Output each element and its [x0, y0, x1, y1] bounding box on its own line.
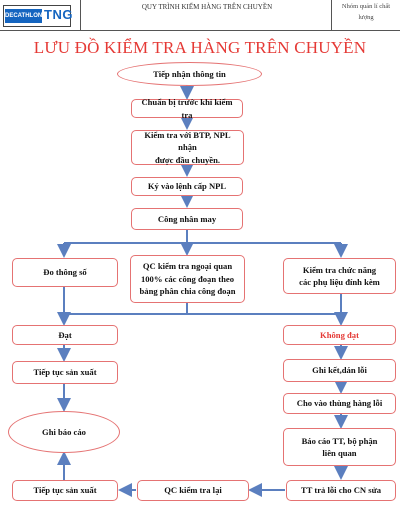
node-qc-recheck: QC kiểm tra lại — [137, 480, 249, 501]
node-function-check: Kiểm tra chức năng các phụ liệu đính kèm — [283, 258, 396, 294]
node-prepare: Chuẩn bị trước khi kiểm tra — [131, 97, 243, 120]
header-divider — [80, 0, 81, 30]
header-rule — [0, 30, 400, 31]
node-check-btp: Kiểm tra với BTP, NPL nhận được đầu chuy… — [131, 130, 244, 165]
node-measure: Đo thông số — [12, 258, 118, 287]
logo-brand: DECATHLON — [5, 9, 42, 23]
header-divider — [331, 0, 332, 30]
document-title: QUY TRÌNH KIỂM HÀNG TRÊN CHUYỀN — [141, 3, 273, 11]
node-report-note: Ghi báo cáo — [8, 411, 120, 453]
company-logo: DECATHLON TNG — [3, 5, 73, 27]
node-qc-inspect: QC kiểm tra ngoại quan 100% các công đoạ… — [130, 255, 245, 303]
document-header: DECATHLON TNG QUY TRÌNH KIỂM HÀNG TRÊN C… — [0, 0, 400, 34]
node-receive-info: Tiếp nhận thông tin — [117, 62, 262, 86]
node-pass: Đạt — [12, 325, 118, 345]
node-report: Báo cáo TT, bộ phận liên quan — [283, 428, 396, 466]
node-fail: Không đạt — [283, 325, 396, 345]
node-return-fix: TT trả lỗi cho CN sửa — [286, 480, 396, 501]
node-continue-production: Tiếp tục sản xuất — [12, 361, 118, 384]
node-continue-production-2: Tiếp tục sản xuất — [12, 480, 118, 501]
node-error-bin: Cho vào thùng hàng lỗi — [283, 393, 396, 414]
node-record-error: Ghi kết,dán lỗi — [283, 359, 396, 382]
department-label: Nhóm quản lí chất lượng — [341, 3, 391, 21]
logo-company: TNG — [44, 7, 73, 22]
node-sign-npl: Ký vào lệnh cấp NPL — [131, 177, 243, 196]
node-worker-sew: Công nhân may — [131, 208, 243, 230]
flowchart-title: LƯU ĐỒ KIỂM TRA HÀNG TRÊN CHUYỀN — [33, 38, 367, 57]
